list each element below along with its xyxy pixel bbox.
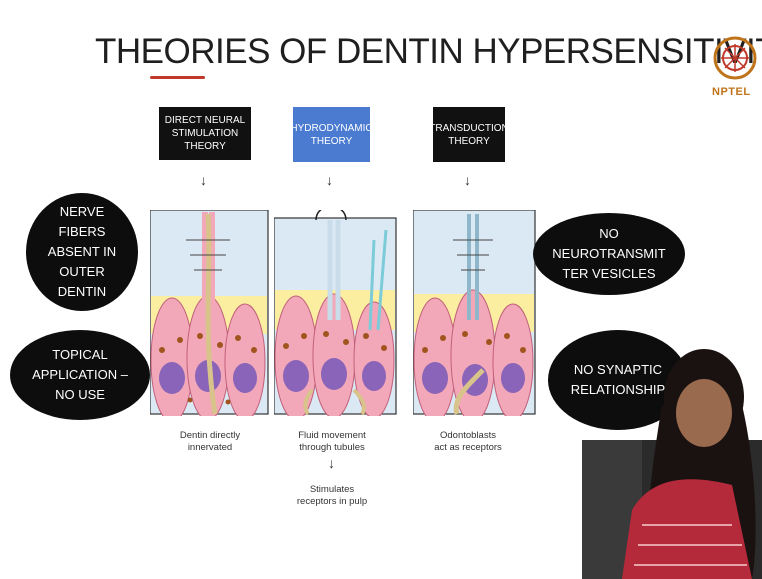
down-arrow-icon: ↓ (328, 455, 335, 471)
note-line: NO (599, 226, 619, 241)
note-line: NEUROTRANSMIT (552, 246, 665, 261)
down-arrow-icon: ↓ (200, 172, 207, 188)
transduction-illustration (413, 210, 537, 416)
theory-label-line: STIMULATION THEORY (172, 128, 238, 152)
note-line: TER VESICLES (562, 266, 655, 281)
presenter-video (582, 335, 762, 579)
down-arrow-icon: ↓ (464, 172, 471, 188)
note-line: NERVE (60, 204, 105, 219)
title-underline (150, 76, 205, 79)
note-line: DENTIN (58, 284, 106, 299)
note-neurotransmitter: NO NEUROTRANSMIT TER VESICLES (533, 213, 685, 295)
theory-label-line: TRANSDUCTION (429, 123, 508, 134)
theory-box-direct-neural: DIRECT NEURAL STIMULATION THEORY (159, 107, 251, 160)
note-line: NO USE (55, 387, 105, 402)
note-line: APPLICATION – (32, 367, 128, 382)
note-topical-application: TOPICAL APPLICATION – NO USE (10, 330, 150, 420)
caption-line: through tubules (299, 442, 365, 453)
caption-line: innervated (188, 442, 232, 453)
logo-text: NPTEL (712, 86, 751, 98)
caption-line: Stimulates (310, 484, 354, 495)
caption-line: Dentin directly (180, 430, 240, 441)
nptel-logo-icon (712, 34, 758, 84)
theory-label-line: THEORY (311, 136, 353, 147)
note-nerve-fibers: NERVE FIBERS ABSENT IN OUTER DENTIN (26, 193, 138, 311)
caption-line: Odontoblasts (440, 430, 496, 441)
caption-line: act as receptors (434, 442, 502, 453)
note-line: ABSENT IN (48, 244, 116, 259)
down-arrow-icon: ↓ (326, 172, 333, 188)
theory-label-line: THEORY (448, 136, 490, 147)
direct-neural-illustration (150, 210, 270, 416)
theory-label-line: DIRECT NEURAL (165, 115, 245, 126)
note-line: OUTER (59, 264, 105, 279)
hydrodynamic-illustration (274, 210, 398, 416)
theory-label-line: HYDRODYNAMIC (290, 123, 372, 134)
slide-title: THEORIES OF DENTIN HYPERSENSITIVITY (95, 32, 762, 72)
theory-box-hydrodynamic: HYDRODYNAMIC THEORY (293, 107, 370, 162)
note-line: TOPICAL (52, 347, 107, 362)
caption-line: receptors in pulp (297, 496, 367, 507)
note-line: FIBERS (59, 224, 106, 239)
caption-line: Fluid movement (298, 430, 366, 441)
